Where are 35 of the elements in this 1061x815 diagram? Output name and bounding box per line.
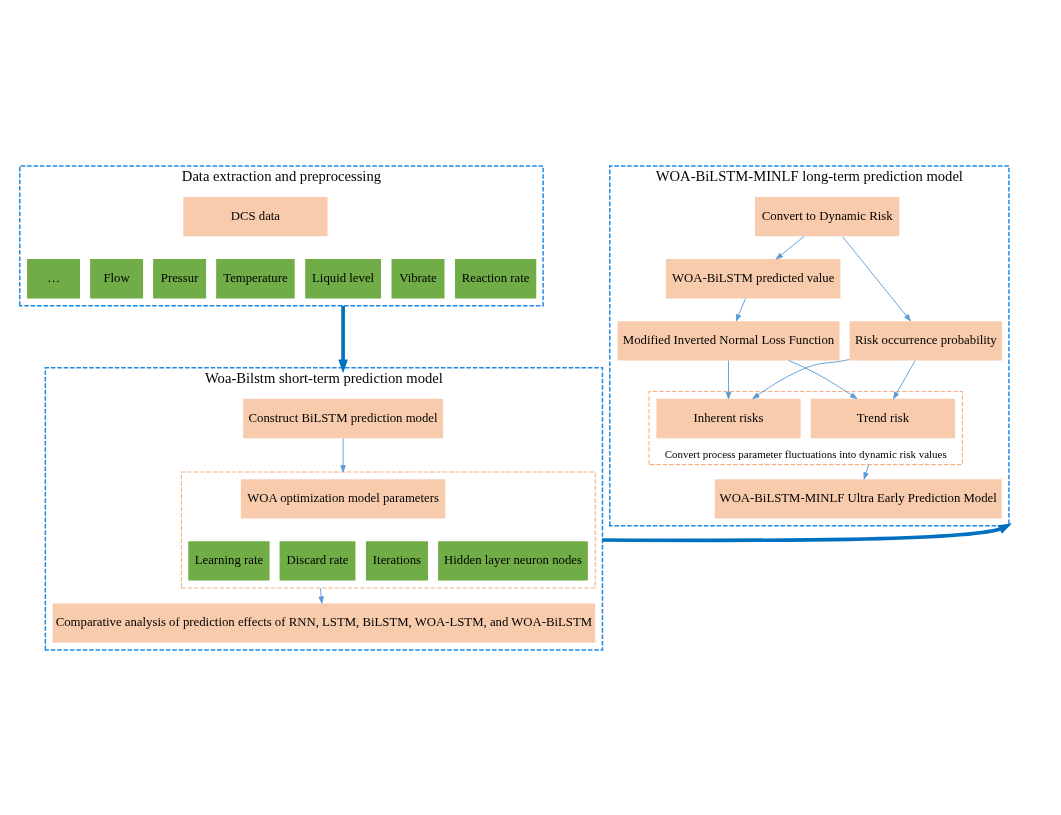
node-box: Construct BiLSTM prediction model xyxy=(243,398,444,438)
node-box: Temperature xyxy=(216,258,295,298)
node-box: Risk occurrence probability xyxy=(849,320,1003,360)
node-box: WOA-BiLSTM predicted value xyxy=(665,258,841,298)
arrow xyxy=(735,297,746,321)
node-box: WOA optimization model parameters xyxy=(240,478,446,518)
arrow xyxy=(841,235,911,321)
arrow xyxy=(338,305,348,373)
node-box: DCS data xyxy=(183,196,328,236)
node-box: Modified Inverted Normal Loss Function xyxy=(617,320,840,360)
node-box: Iterations xyxy=(365,540,429,581)
arrow xyxy=(752,358,850,399)
node-box: Hidden layer neuron nodes xyxy=(438,540,588,581)
node-box: Flow xyxy=(90,258,144,298)
arrow xyxy=(602,522,1013,542)
arrow xyxy=(340,437,346,472)
node-box: … xyxy=(27,258,81,298)
node-box: Pressur xyxy=(153,258,207,298)
node-box: WOA-BiLSTM-MINLF Ultra Early Prediction Model xyxy=(714,478,1002,518)
node-box: Vibrate xyxy=(391,258,445,298)
node-box: Comparative analysis of prediction effects of RNN, LSTM, BiLSTM, WOA-LSTM, and WOA-BiLSTM xyxy=(52,602,596,643)
arrow xyxy=(318,586,324,604)
node-box: Convert to Dynamic Risk xyxy=(755,196,900,236)
arrow xyxy=(863,463,870,480)
arrow xyxy=(788,359,858,399)
arrow xyxy=(725,359,732,399)
node-box: Inherent risks xyxy=(656,398,801,438)
arrow xyxy=(775,235,805,260)
cluster xyxy=(180,470,596,588)
node-box: Discard rate xyxy=(279,540,356,581)
node-box: Trend risk xyxy=(810,398,956,438)
node-box: Learning rate xyxy=(188,540,270,581)
node-box: Reaction rate xyxy=(454,258,537,298)
node-box: Liquid level xyxy=(305,258,381,298)
arrow xyxy=(893,359,916,399)
